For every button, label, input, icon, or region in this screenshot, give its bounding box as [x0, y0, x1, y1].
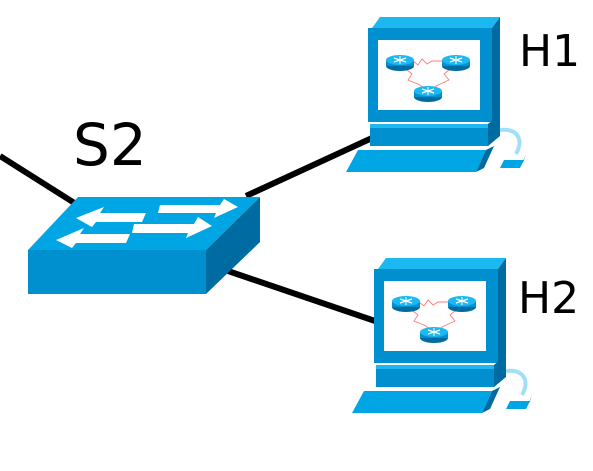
host1-label: H1 — [519, 26, 580, 77]
link-s2-h1 — [244, 135, 374, 199]
host2-label: H2 — [518, 273, 579, 324]
switch-label: S2 — [73, 111, 147, 179]
workstation-icon — [346, 17, 526, 172]
link-s2-h2 — [227, 268, 379, 325]
network-switch-icon — [28, 197, 260, 294]
workstation-icon — [352, 258, 532, 413]
link-offscreen-to-s2 — [0, 153, 78, 207]
